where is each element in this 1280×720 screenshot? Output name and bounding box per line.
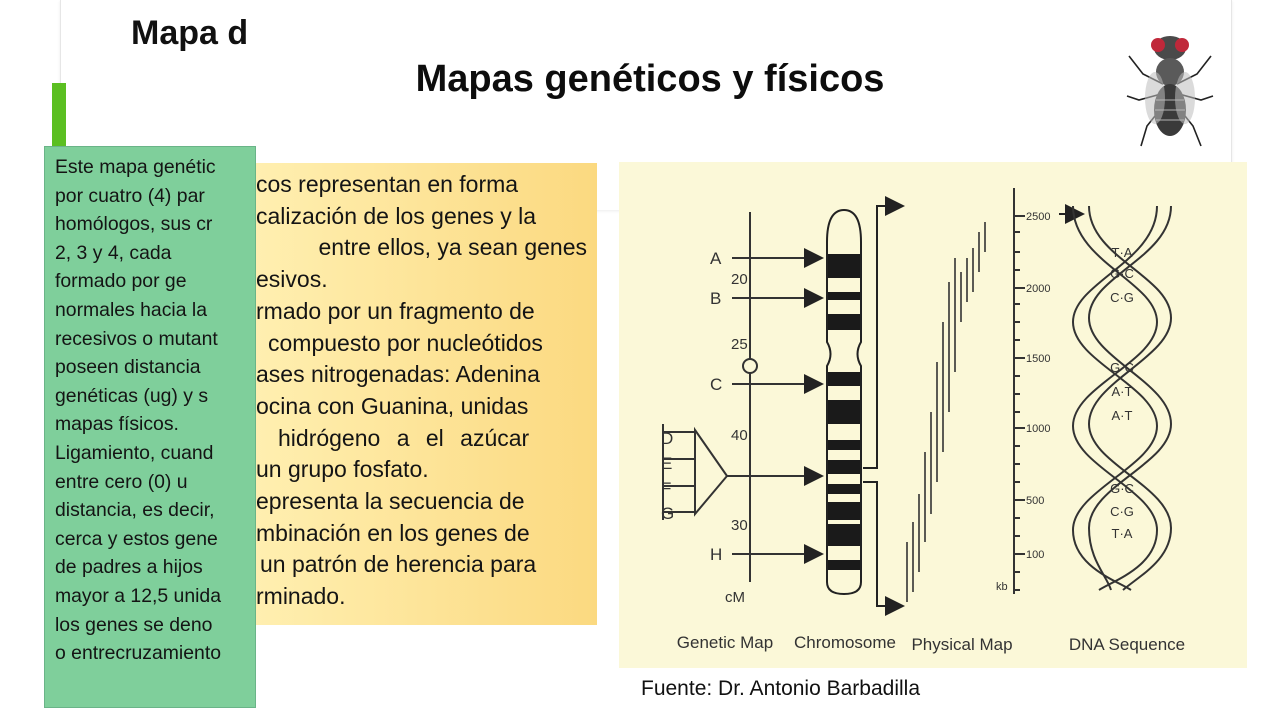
text-line: rmado por un fragmento de [256, 297, 535, 324]
text-line: cos representan en forma [256, 171, 519, 197]
genetic-map-text-box: Este mapa genétic por cuatro (4) par hom… [44, 146, 256, 708]
text-line: rminado. [256, 583, 346, 610]
base-pair-label: T·A [1112, 245, 1133, 260]
gene-label: F [661, 479, 671, 498]
gene-label: A [710, 249, 722, 268]
text-line: de padres a hijos [55, 556, 203, 579]
cm-unit-label: cM [725, 589, 745, 606]
gene-label: G [661, 504, 674, 523]
base-pair-label: G·C [1110, 481, 1134, 496]
kb-tick-label: 100 [1026, 549, 1044, 561]
text-line: un patrón de herencia para [260, 551, 537, 578]
gene-label: H [710, 545, 722, 564]
text-line: mapas físicos. [55, 413, 179, 436]
base-pair-label: A·T [1112, 408, 1133, 423]
kb-tick-label: 500 [1026, 495, 1044, 507]
text-line: genéticas (ug) y s [55, 384, 209, 407]
source-caption: Fuente: Dr. Antonio Barbadilla [641, 677, 921, 700]
text-line: recesivos o mutant [55, 327, 218, 350]
text-line: un grupo fosfato. [256, 456, 429, 483]
gene-label: B [710, 289, 721, 308]
accent-bar [52, 83, 66, 153]
text-line: poseen distancia [55, 356, 201, 379]
text-line: esivos. [256, 266, 328, 293]
kb-tick-label: 2500 [1026, 211, 1050, 223]
text-line: 2, 3 y 4, cada [55, 241, 172, 264]
text-line: distancia, es decir, [55, 499, 215, 522]
gene-label: C [710, 375, 722, 394]
text-line: entre ellos, ya sean genes [318, 234, 587, 261]
text-line: normales hacia la [55, 298, 207, 321]
text-line: ocina con Guanina, unidas [256, 392, 529, 419]
text-line: epresenta la secuencia de [256, 488, 525, 515]
text-line: cerca y estos gene [55, 527, 218, 550]
caption-dna-sequence: DNA Sequence [1069, 635, 1185, 654]
slide-title: Mapas genéticos y físicos [415, 58, 885, 100]
base-pair-label: T·A [1112, 526, 1133, 541]
text-line: formado por ge [55, 270, 187, 293]
cm-tick-label: 40 [731, 427, 748, 444]
kb-tick-label: 2000 [1026, 283, 1050, 295]
text-line: Ligamiento, cuand [55, 441, 214, 464]
text-line: mayor a 12,5 unida [55, 584, 222, 607]
text-line: mbinación en los genes de [256, 519, 530, 546]
text-line: calización de los genes y la [256, 202, 536, 229]
text-line: entre cero (0) u [55, 470, 188, 493]
text-line: compuesto por nucleótidos [268, 329, 543, 356]
physical-map-text-box: cos representan en forma calización de l… [256, 163, 597, 625]
base-pair-label: C·G [1110, 290, 1134, 305]
base-pair-label: C·G [1110, 504, 1134, 519]
text-line: homólogos, sus cr [55, 213, 213, 236]
background-slide-title: Mapa d [131, 14, 249, 52]
physical-map-text: cos representan en forma calización de l… [256, 169, 587, 613]
caption-genetic-map: Genetic Map [677, 633, 773, 652]
text-line: o entrecruzamiento [55, 642, 221, 665]
kb-tick-label: 1000 [1026, 423, 1050, 435]
kb-unit-label: kb [996, 581, 1008, 593]
text-line: hidrógeno a el azúcar [278, 424, 530, 451]
text-line: por cuatro (4) par [55, 184, 205, 207]
caption-physical-map: Physical Map [911, 635, 1012, 654]
cm-tick-label: 20 [731, 271, 748, 288]
cm-tick-label: 30 [731, 517, 748, 534]
caption-chromosome: Chromosome [794, 633, 896, 652]
base-pair-label: G·C [1110, 266, 1134, 281]
gene-label: E [661, 454, 672, 473]
fruit-fly-image [1126, 36, 1214, 147]
text-line: los genes se deno [55, 613, 213, 636]
text-line: Este mapa genétic [55, 156, 216, 178]
base-pair-label: G·C [1110, 360, 1134, 375]
gene-map-diagram: A B C D E F G H 20 25 40 30 cM [619, 162, 1247, 668]
text-line: ases nitrogenadas: Adenina [256, 361, 540, 388]
title-panel [255, 0, 1055, 162]
genetic-map-text: Este mapa genétic por cuatro (4) par hom… [55, 153, 255, 668]
kb-tick-label: 1500 [1026, 353, 1050, 365]
gene-label: D [661, 429, 673, 448]
gene-map-figure: A B C D E F G H 20 25 40 30 cM [661, 188, 1185, 654]
base-pair-label: A·T [1112, 384, 1133, 399]
cm-tick-label: 25 [731, 336, 748, 353]
